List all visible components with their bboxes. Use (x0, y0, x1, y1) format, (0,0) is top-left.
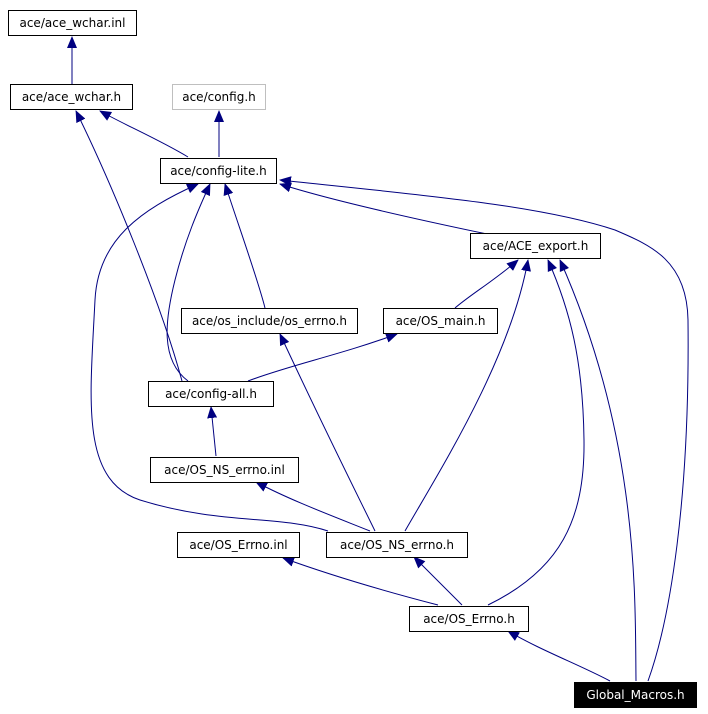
edge-os_ns_errno_inl-to-config_all_h (207, 406, 218, 457)
edge-os_errno_h-to-os_ns_errno_h (413, 556, 463, 606)
node-ace-export-h[interactable]: ace/ACE_export.h (470, 233, 601, 259)
edge-os_ns_errno_h-to-ace_export_h (404, 259, 531, 532)
node-global-macros-h: Global_Macros.h (574, 682, 697, 708)
edge-ace_export_h-to-config_lite_h (279, 182, 488, 235)
edge-os_ns_errno_h-to-config_lite_h (90, 183, 329, 532)
edge-global_macros_h-to-os_errno_h (507, 630, 611, 682)
edge-global_macros_h-to-config_lite_h (279, 176, 689, 682)
node-config-h[interactable]: ace/config.h (172, 84, 266, 110)
node-os-ns-errno-h[interactable]: ace/OS_NS_errno.h (326, 532, 468, 558)
node-os-ns-errno-inl[interactable]: ace/OS_NS_errno.inl (150, 457, 299, 483)
edge-os_errno_h-to-ace_export_h (487, 259, 585, 606)
edge-global_macros_h-to-ace_export_h (559, 259, 637, 682)
edge-config_all_h-to-ace_wchar_h (75, 110, 183, 382)
edge-config_all_h-to-config_lite_h (166, 183, 211, 382)
edge-config_lite_h-to-ace_wchar_h (99, 110, 189, 158)
node-config-all-h[interactable]: ace/config-all.h (148, 381, 274, 407)
node-ace-wchar-inl[interactable]: ace/ace_wchar.inl (8, 10, 137, 36)
node-os-errno-inl[interactable]: ace/OS_Errno.inl (177, 532, 300, 558)
node-os-errno-h[interactable]: ace/OS_Errno.h (409, 606, 529, 632)
edge-os_ns_errno_h-to-os_ns_errno_inl (255, 481, 371, 532)
edge-config_all_h-to-os_main_h (247, 333, 398, 382)
node-os-main-h[interactable]: ace/OS_main.h (383, 308, 498, 334)
node-os-include-os-errno-h[interactable]: ace/os_include/os_errno.h (181, 308, 358, 334)
edge-os_ns_errno_h-to-os_include_os_errno_h (279, 333, 376, 532)
edge-os_main_h-to-ace_export_h (454, 259, 519, 309)
edge-os_include_os_errno_h-to-config_lite_h (223, 183, 266, 309)
edge-os_errno_h-to-os_errno_inl (282, 557, 439, 606)
node-ace-wchar-h[interactable]: ace/ace_wchar.h (10, 84, 133, 110)
node-config-lite-h[interactable]: ace/config-lite.h (160, 158, 277, 184)
